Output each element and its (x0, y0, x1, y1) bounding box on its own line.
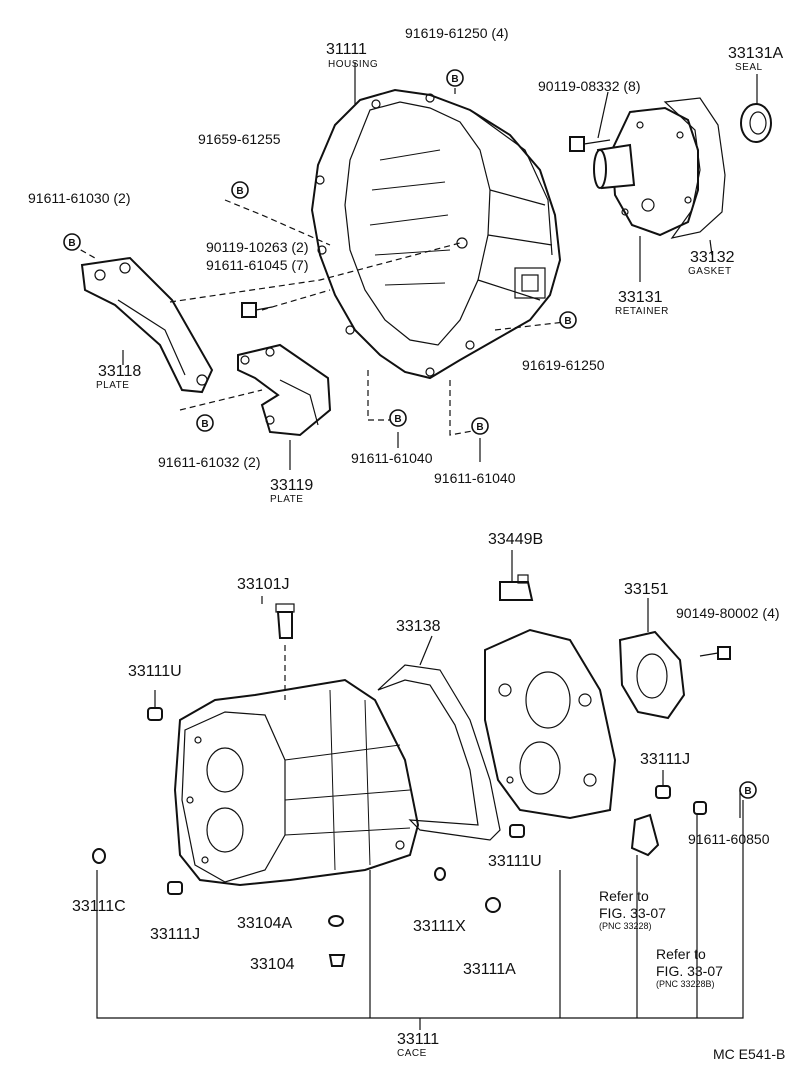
label-seal-pn: 33131A (728, 45, 783, 62)
label-91611-61040-b: 91611-61040 (434, 470, 516, 486)
bearing-pin-right[interactable] (693, 801, 707, 815)
oil-seal-drawing[interactable] (740, 103, 772, 143)
svg-text:B: B (476, 422, 483, 433)
label-plate-33118-pn: 33118 (98, 363, 141, 380)
label-91659-61255: 91659-61255 (198, 131, 281, 147)
bolt-mark-b-4: B (559, 311, 577, 329)
label-33111c: 33111C (72, 898, 126, 915)
label-91611-61032-2: 91611-61032 (2) (158, 454, 260, 470)
label-case-name: CACE (397, 1048, 427, 1059)
refer2-line3: (PNC 33228B) (656, 979, 715, 989)
label-90119-10263-2: 90119-10263 (2) (206, 239, 308, 255)
label-plate-33118-name: PLATE (96, 380, 129, 391)
label-91611-61045-7: 91611-61045 (7) (206, 257, 308, 273)
svg-text:B: B (564, 316, 571, 327)
label-plate-33119-pn: 33119 (270, 477, 313, 494)
dowel-pin-33111u-mid[interactable] (509, 824, 525, 838)
cover-33151-drawing[interactable] (618, 630, 686, 720)
label-33138: 33138 (396, 618, 441, 635)
plug-33104[interactable] (328, 954, 346, 967)
refer2-line2: FIG. 33-07 (656, 963, 723, 979)
label-33151: 33151 (624, 581, 669, 598)
breather-plug-drawing[interactable] (275, 603, 295, 639)
label-gasket-name: GASKET (688, 266, 732, 277)
label-91619-61250: 91619-61250 (522, 357, 605, 373)
label-90149-80002-4: 90149-80002 (4) (676, 605, 780, 621)
bolt-mark-b-8: B (739, 781, 757, 799)
svg-text:B: B (744, 786, 751, 797)
label-33101j: 33101J (237, 576, 290, 593)
gasket-drawing[interactable] (663, 97, 726, 239)
label-plate-33119-name: PLATE (270, 494, 303, 505)
label-33111a: 33111A (463, 961, 516, 978)
bolt-mark-b-6: B (389, 409, 407, 427)
bolt-mark-b-2: B (231, 181, 249, 199)
retainer-bolt-drawing[interactable] (569, 136, 611, 152)
bolt-mark-b-1: B (446, 69, 464, 87)
refer1-line1: Refer to (599, 888, 649, 904)
adapter-plate-drawing[interactable] (484, 628, 617, 820)
svg-text:B: B (236, 186, 243, 197)
label-91611-60850: 91611-60850 (688, 831, 770, 847)
label-33111j-right: 33111J (640, 751, 690, 768)
plate-33119-drawing[interactable] (237, 343, 332, 437)
cover-bolt-drawing[interactable] (699, 646, 731, 660)
label-seal-name: SEAL (735, 62, 763, 73)
lever-part[interactable] (630, 813, 660, 857)
label-33104: 33104 (250, 956, 295, 973)
plate-33118-drawing[interactable] (80, 256, 214, 394)
figure-code: MC E541-B (713, 1046, 785, 1062)
switch-33449b-drawing[interactable] (499, 574, 534, 601)
label-91611-61030-2: 91611-61030 (2) (28, 190, 130, 206)
dowel-pin-33111j-right[interactable] (655, 785, 671, 799)
plug-33111c[interactable] (92, 848, 106, 864)
svg-text:B: B (394, 414, 401, 425)
dowel-pin-33111j-left[interactable] (167, 881, 183, 895)
pin-33111x[interactable] (434, 867, 446, 881)
case-gasket-drawing[interactable] (377, 664, 501, 841)
bolt-mark-b-7: B (471, 417, 489, 435)
bearing-retainer-drawing[interactable] (593, 106, 699, 237)
label-33111u-left: 33111U (128, 663, 182, 680)
label-housing-pn: 31111 (326, 41, 367, 58)
label-retainer-name: RETAINER (615, 306, 669, 317)
label-housing-name: HOUSING (328, 59, 378, 70)
label-90119-08332-8: 90119-08332 (8) (538, 78, 640, 94)
transmission-case-drawing[interactable] (173, 678, 420, 887)
plug-33104a[interactable] (328, 915, 344, 927)
label-33104a: 33104A (237, 915, 292, 932)
label-33449b: 33449B (488, 531, 543, 548)
refer2-line1: Refer to (656, 946, 706, 962)
housing-bolt-drawing[interactable] (241, 302, 273, 318)
label-91611-61040-a: 91611-61040 (351, 450, 433, 466)
plug-33111a[interactable] (485, 897, 501, 913)
refer1-line2: FIG. 33-07 (599, 905, 666, 921)
clutch-housing-drawing[interactable] (310, 88, 562, 380)
refer1-line3: (PNC 33228) (599, 921, 652, 931)
label-retainer-pn: 33131 (618, 289, 663, 306)
label-gasket-pn: 33132 (690, 249, 735, 266)
bolt-mark-b-3: B (63, 233, 81, 251)
label-91619-61250-4: 91619-61250 (4) (405, 25, 509, 41)
label-33111x: 33111X (413, 918, 466, 935)
svg-text:B: B (68, 238, 75, 249)
bolt-mark-b-5: B (196, 414, 214, 432)
svg-text:B: B (201, 419, 208, 430)
label-case-pn: 33111 (397, 1031, 439, 1048)
svg-text:B: B (451, 74, 458, 85)
label-33111u-mid: 33111U (488, 853, 542, 870)
label-33111j-left: 33111J (150, 926, 200, 943)
dowel-pin-33111u-left[interactable] (147, 707, 163, 721)
